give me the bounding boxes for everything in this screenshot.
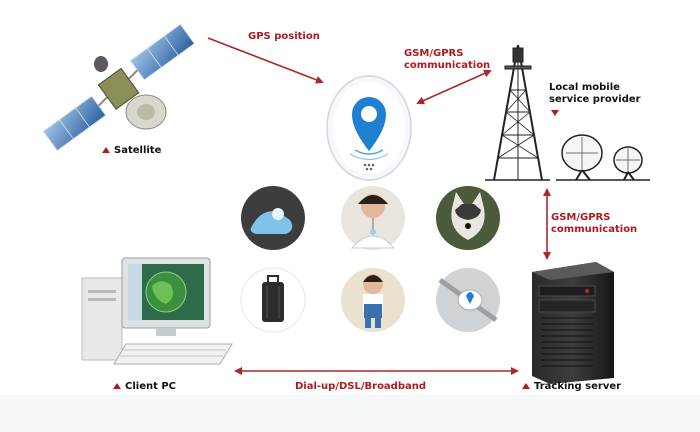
gps-arrow xyxy=(208,38,322,82)
dialup-dsl-broadband-label: Dial-up/DSL/Broadband xyxy=(295,381,426,393)
gps-position-label: GPS position xyxy=(248,31,320,43)
bike-mount-icon xyxy=(436,268,500,332)
pointer-up-icon xyxy=(102,147,110,153)
pointer-up-icon xyxy=(522,383,530,389)
dog-icon xyxy=(436,186,500,250)
satellite-label-text: Satellite xyxy=(114,145,161,156)
tracking-server-label-text: Tracking server xyxy=(534,381,621,392)
tracking-server-image xyxy=(532,262,614,384)
luggage-icon xyxy=(241,268,305,332)
satellite-label: Satellite xyxy=(102,145,161,157)
floor-reflection xyxy=(0,395,700,432)
provider-label: Local mobile service provider xyxy=(549,82,659,106)
satellite-image xyxy=(40,24,199,151)
gsm-gprs-right-label: GSM/GPRS communication xyxy=(551,212,645,236)
client-pc-label: Client PC xyxy=(113,381,176,393)
client-pc-label-text: Client PC xyxy=(125,381,176,392)
pointer-down-icon xyxy=(551,110,559,116)
pointer-up-icon xyxy=(113,383,121,389)
gps-tracker-device xyxy=(327,76,411,180)
client-pc-image xyxy=(82,258,232,364)
gsm-gprs-top-label: GSM/GPRS communication xyxy=(404,48,498,72)
use-case-photos xyxy=(241,186,500,332)
satellite-dishes xyxy=(556,135,650,180)
shoe-icon xyxy=(241,186,305,250)
tracking-server-label: Tracking server xyxy=(522,381,621,393)
gsm-top-arrow xyxy=(418,71,490,103)
child-icon xyxy=(341,186,405,250)
toddler-icon xyxy=(341,268,405,332)
